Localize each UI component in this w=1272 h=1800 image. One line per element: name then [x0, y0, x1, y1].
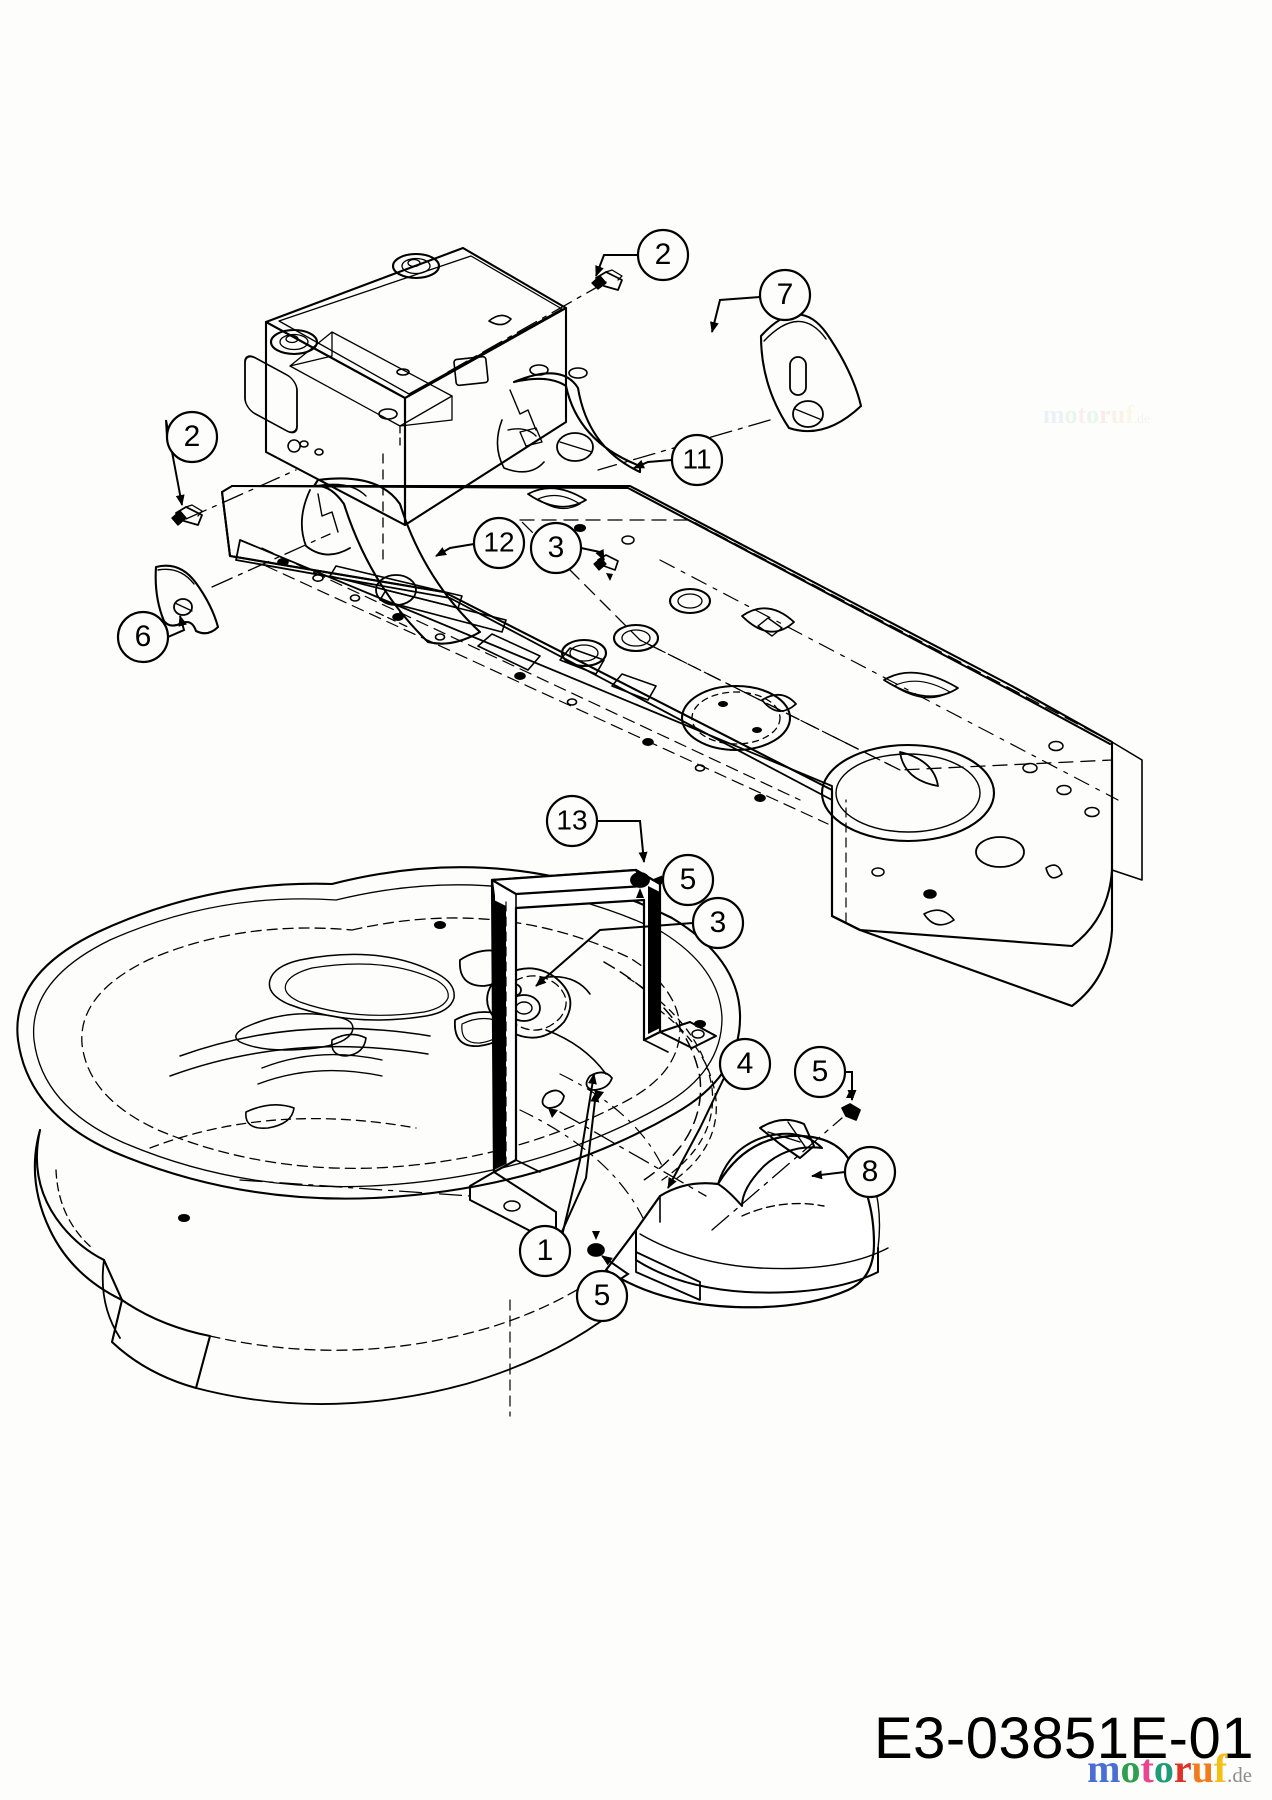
belt-cover-shell-part-8	[604, 1118, 889, 1309]
callout-circle	[529, 521, 583, 575]
screw-part-5-bottom	[587, 1231, 605, 1257]
mower-deck	[16, 866, 742, 1405]
callout-circle	[661, 853, 715, 907]
cover-plate-left-part-6	[154, 564, 220, 635]
part-number-label: E3-03851E-01	[873, 1706, 1254, 1771]
screw-part-5-top	[630, 872, 650, 898]
callout-number: 7	[777, 278, 794, 311]
callout-number: 5	[812, 1055, 829, 1088]
callout-number: 5	[680, 863, 697, 896]
callout-circle	[636, 228, 690, 282]
callout-5[interactable]: 5	[575, 1269, 629, 1323]
callout-circle	[691, 896, 745, 950]
callout-leaders	[165, 254, 857, 1283]
callout-number: 3	[710, 906, 727, 939]
callout-4[interactable]: 4	[718, 1037, 772, 1091]
callout-number: 1	[537, 1234, 554, 1267]
callout-12[interactable]: 12	[472, 516, 526, 570]
callout-5[interactable]: 5	[661, 853, 715, 907]
callout-circle	[793, 1045, 847, 1099]
callout-number: 13	[556, 804, 587, 835]
callout-6[interactable]: 6	[116, 610, 170, 664]
callout-number: 4	[737, 1047, 754, 1080]
callout-circle	[472, 516, 526, 570]
callout-13[interactable]: 13	[545, 794, 599, 848]
callout-circle	[575, 1269, 629, 1323]
callout-2[interactable]: 2	[636, 228, 690, 282]
callout-number: 8	[862, 1155, 879, 1188]
callout-number: 12	[483, 526, 514, 557]
callout-number: 3	[548, 531, 565, 564]
callout-5[interactable]: 5	[793, 1045, 847, 1099]
callout-1[interactable]: 1	[518, 1224, 572, 1278]
belt-shield-rear-part-11	[496, 372, 642, 474]
callout-3[interactable]: 3	[529, 521, 583, 575]
screw-part-2-upper	[591, 269, 623, 291]
cover-plate-right-part-7	[759, 313, 863, 433]
callout-circle	[670, 433, 724, 487]
pin-part-1-a	[541, 1089, 565, 1118]
callout-11[interactable]: 11	[670, 433, 724, 487]
screw-part-2-lower	[171, 504, 203, 526]
callout-7[interactable]: 7	[758, 268, 812, 322]
callout-2[interactable]: 2	[165, 410, 219, 464]
callout-circle	[116, 610, 170, 664]
callout-circle	[165, 410, 219, 464]
callout-circle	[843, 1145, 897, 1199]
callout-circle	[758, 268, 812, 322]
callout-8[interactable]: 8	[843, 1145, 897, 1199]
callout-number: 2	[655, 238, 672, 271]
callout-3[interactable]: 3	[691, 896, 745, 950]
screw-part-3-upper	[593, 554, 619, 581]
callout-circle	[545, 794, 599, 848]
callout-number: 11	[682, 443, 711, 474]
chassis-frame	[220, 246, 1143, 1008]
belt-shield-front-part-12	[300, 477, 482, 645]
callout-number: 2	[184, 420, 201, 453]
callout-number: 5	[594, 1279, 611, 1312]
callout-number: 6	[135, 620, 152, 653]
callout-circle	[718, 1037, 772, 1091]
callout-circle	[518, 1224, 572, 1278]
